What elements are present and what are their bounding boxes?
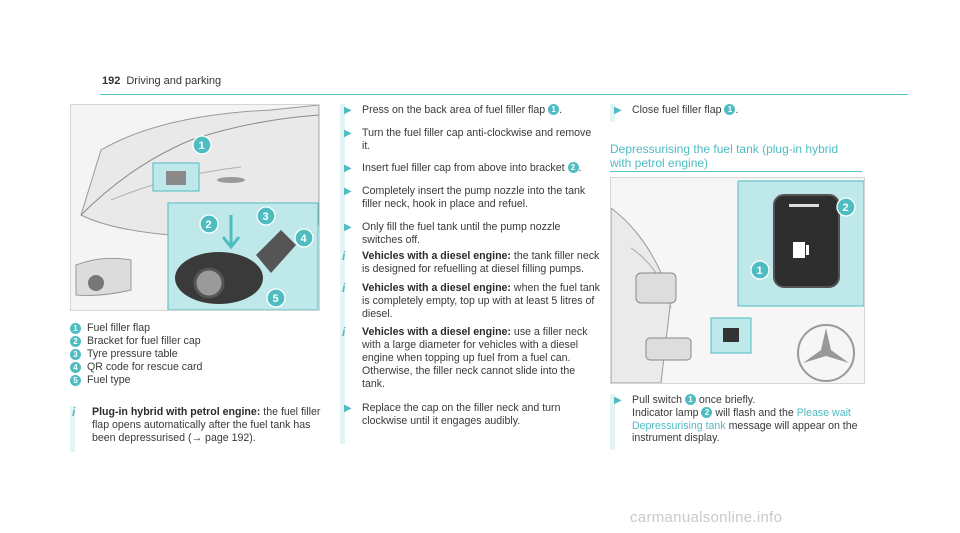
- page-header: 192 Driving and parking: [102, 75, 221, 87]
- instructions-col2: ▶Press on the back area of fuel filler f…: [340, 104, 600, 438]
- step: ▶Press on the back area of fuel filler f…: [344, 104, 563, 116]
- svg-text:2: 2: [843, 202, 849, 214]
- step: ▶Turn the fuel filler cap anti-clockwise…: [344, 126, 592, 152]
- step: ▶Insert fuel filler cap from above into …: [344, 162, 582, 175]
- callout-5: 5: [266, 288, 286, 308]
- svg-text:1: 1: [757, 265, 763, 277]
- callout-1: 1: [750, 260, 770, 280]
- step: ▶Pull switch 1 once briefly.Indicator la…: [614, 394, 858, 445]
- instructions-col3: ▶Close fuel filler flap 1.: [610, 104, 872, 127]
- step: ▶Replace the cap on the filler neck and …: [344, 402, 561, 428]
- svg-text:2: 2: [206, 219, 212, 231]
- callout-3: 3: [256, 206, 276, 226]
- callout-2: 2: [199, 214, 219, 234]
- switch-illustration: 1 2: [611, 180, 864, 383]
- svg-text:1: 1: [199, 140, 205, 152]
- step-bar: [610, 394, 615, 450]
- callout-4: 4: [294, 228, 314, 248]
- step-arrow-icon: ▶: [344, 163, 352, 175]
- callout-1: 1: [192, 135, 212, 155]
- step-bar: [610, 104, 615, 122]
- step-arrow-icon: ▶: [344, 403, 352, 415]
- step: ▶Close fuel filler flap 1.: [614, 104, 739, 116]
- info-icon: i: [342, 249, 346, 264]
- fuel-flap-illustration: 1 2 3 4 5: [75, 105, 319, 310]
- note-bar: [70, 406, 75, 452]
- section-title: Driving and parking: [126, 75, 222, 87]
- fuel-flap-figure: 1 2 3 4 5: [70, 104, 320, 311]
- info-icon: i: [342, 325, 346, 340]
- info-icon: i: [72, 405, 76, 419]
- watermark: carmanualsonline.info: [630, 509, 783, 526]
- info-icon: i: [342, 280, 346, 295]
- step-arrow-icon: ▶: [614, 395, 622, 406]
- page-number: 192: [102, 75, 121, 87]
- step-bar: [340, 104, 345, 444]
- section-heading: Depressurising the fuel tank (plug-in hy…: [610, 142, 862, 172]
- step: ▶Completely insert the pump nozzle into …: [344, 185, 586, 210]
- step-arrow-icon: ▶: [614, 105, 622, 116]
- step: ▶Only fill the fuel tank until the pump …: [344, 220, 561, 246]
- svg-text:5: 5: [273, 293, 279, 305]
- step-arrow-icon: ▶: [344, 127, 352, 139]
- step-arrow-icon: ▶: [344, 105, 352, 116]
- pull-step: ▶Pull switch 1 once briefly.Indicator la…: [610, 394, 872, 455]
- step-arrow-icon: ▶: [344, 186, 352, 198]
- header-rule: [100, 94, 908, 95]
- display-message: Please wait Depressurising tank: [632, 406, 851, 432]
- callout-2: 2: [836, 197, 856, 217]
- svg-text:3: 3: [263, 211, 269, 223]
- step-arrow-icon: ▶: [344, 221, 352, 233]
- switch-figure: 1 2: [610, 177, 865, 384]
- svg-text:4: 4: [301, 233, 308, 245]
